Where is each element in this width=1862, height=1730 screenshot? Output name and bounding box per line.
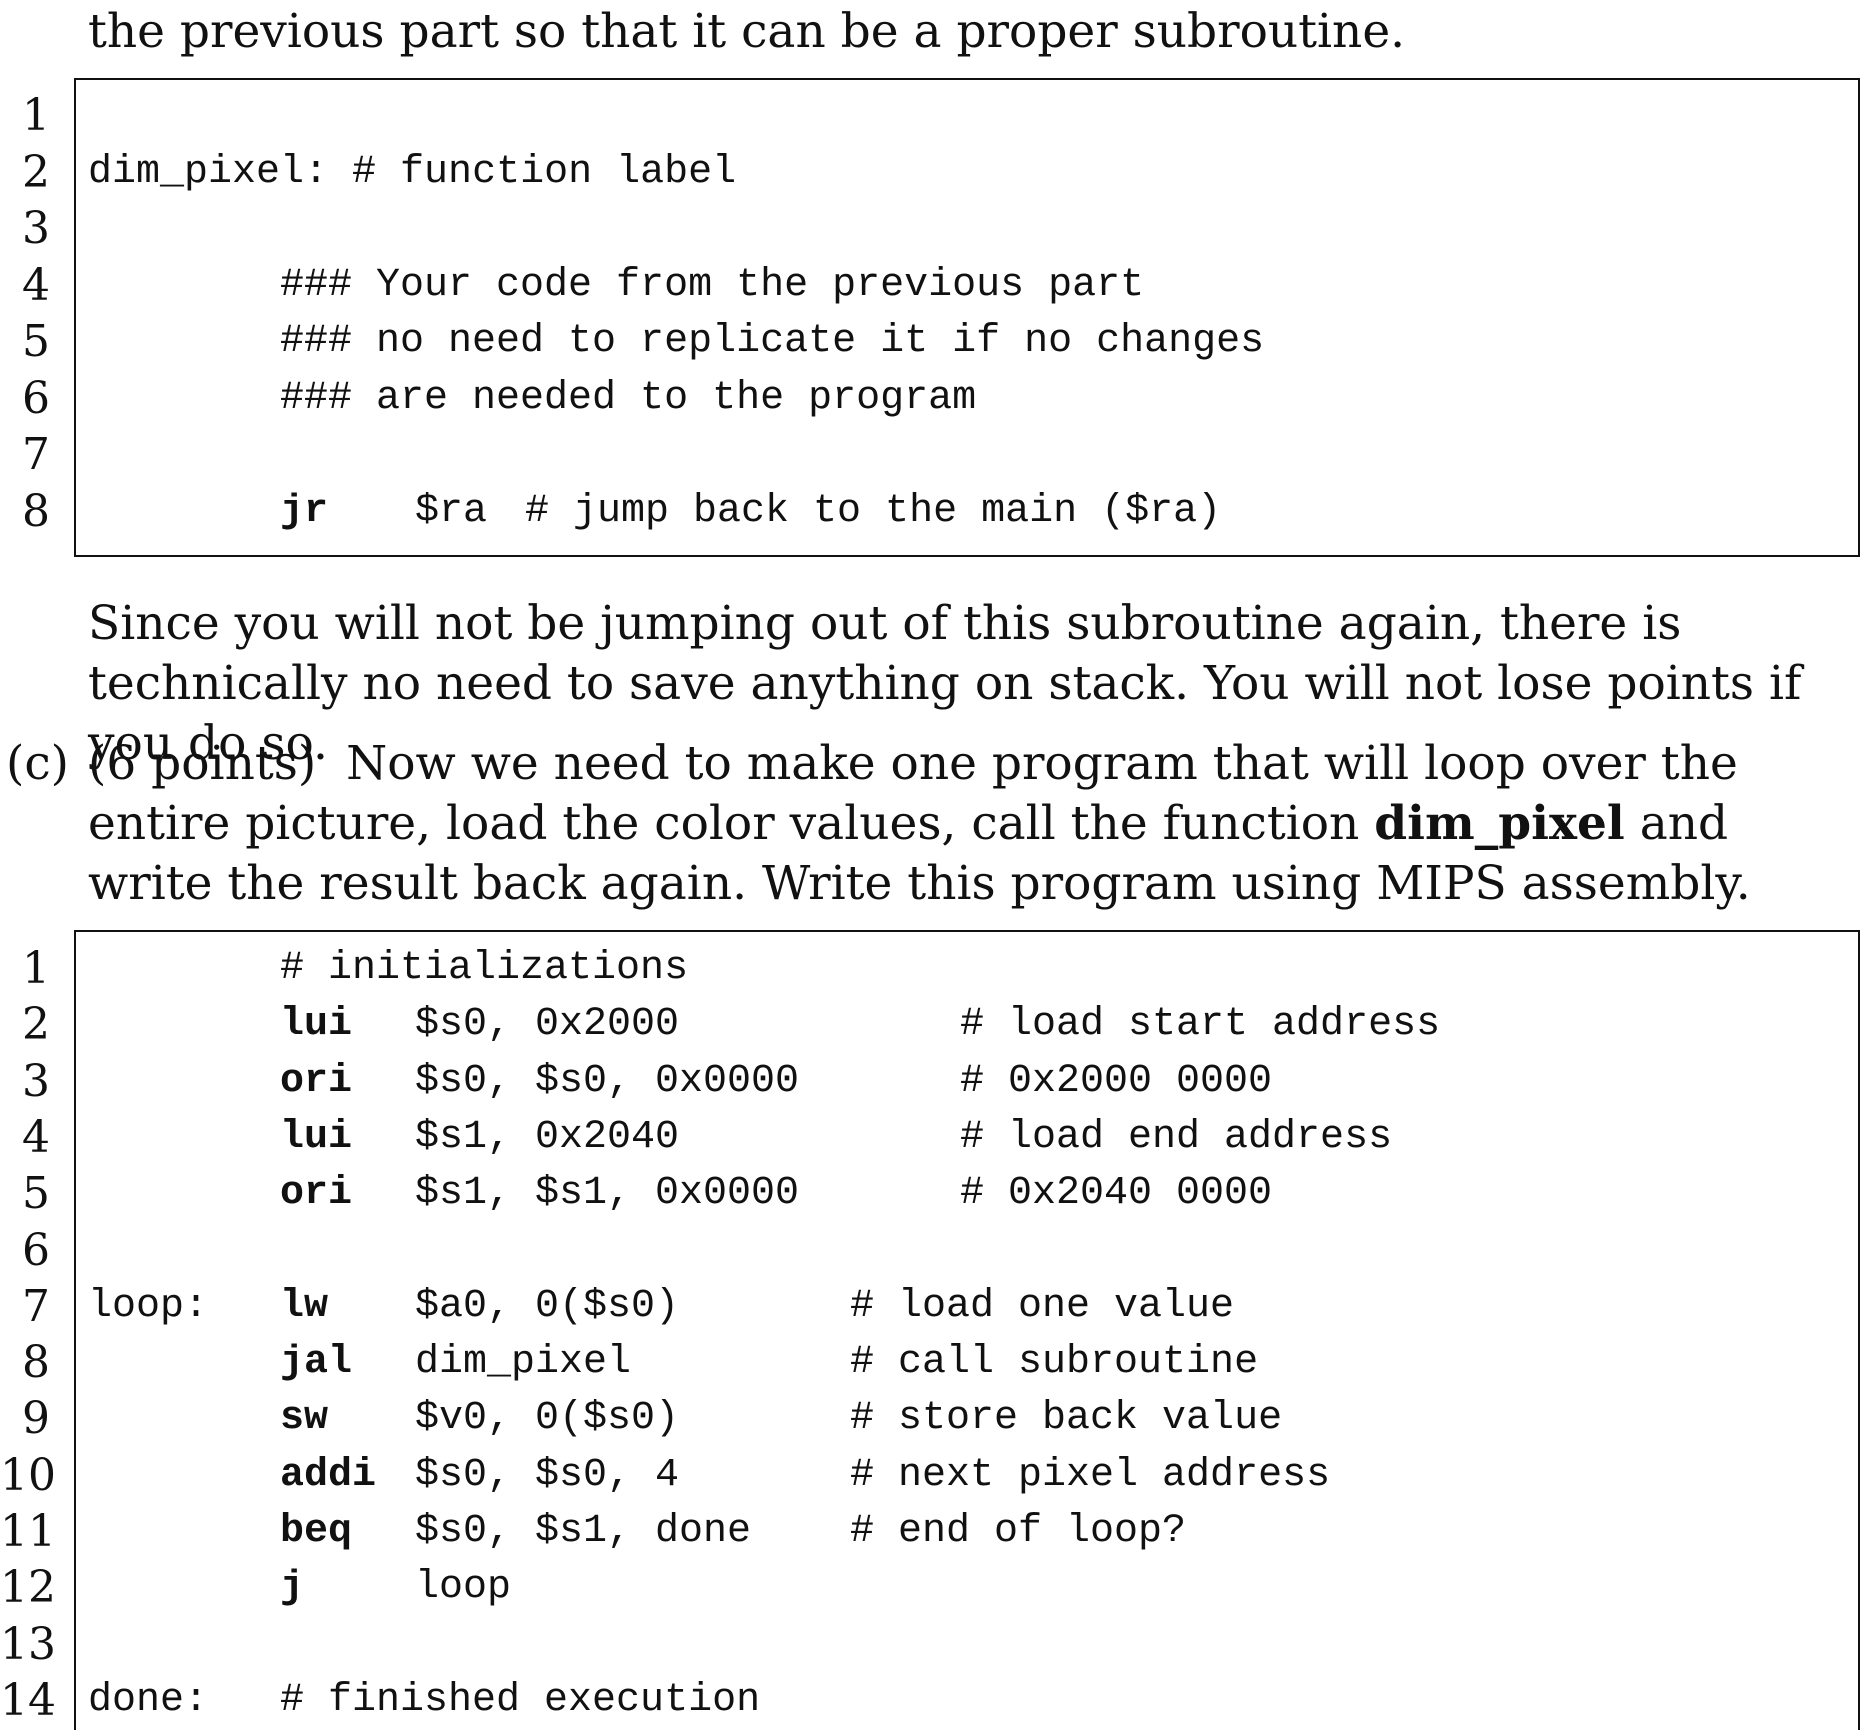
code-line: j loop <box>0 1560 1850 1616</box>
code-arguments: loop <box>415 1565 512 1611</box>
code-comment: # finished execution <box>280 1677 761 1723</box>
line-number: 12 <box>0 1562 56 1614</box>
code-arguments: $s1, $s1, 0x0000 <box>415 1171 800 1217</box>
code-instruction: beq <box>280 1509 353 1554</box>
code-instruction: jr <box>280 488 329 534</box>
code-line <box>0 427 1850 483</box>
code-instruction: lui <box>280 1114 353 1160</box>
code-line: ori $s0, $s0, 0x0000 # 0x2000 0000 <box>0 1054 1850 1110</box>
code-line: lui $s0, 0x2000 # load start address <box>0 997 1850 1053</box>
code-line: # initializations <box>0 941 1850 997</box>
line-number: 2 <box>22 999 50 1051</box>
points-label: (6 points) <box>88 736 317 791</box>
code-line: done: # finished execution <box>0 1673 1850 1729</box>
code-label: done: <box>88 1677 209 1723</box>
code-line <box>0 1223 1850 1279</box>
code-instruction: sw <box>280 1396 329 1442</box>
part-c-question: (6 points) Now we need to make one progr… <box>88 734 1848 914</box>
code-comment: ### Your code from the previous part <box>280 262 1145 308</box>
line-number: 4 <box>22 259 50 311</box>
line-number: 7 <box>22 1280 50 1332</box>
code-line: lui $s1, 0x2040 # load end address <box>0 1110 1850 1166</box>
code-instruction: j <box>280 1565 305 1611</box>
item-label-c: (c) <box>6 736 69 791</box>
line-number: 9 <box>22 1393 50 1445</box>
line-number: 1 <box>22 90 50 141</box>
line-number: 2 <box>22 146 50 198</box>
code-comment: # load one value <box>850 1283 1235 1329</box>
line-number: 10 <box>0 1449 56 1501</box>
code-line: ### no need to replicate it if no change… <box>0 314 1850 370</box>
code-instruction: ori <box>280 1058 353 1104</box>
line-number: 5 <box>22 316 50 367</box>
code-arguments: $s0, $s0, 0x0000 <box>415 1058 800 1104</box>
code-comment: # next pixel address <box>850 1452 1331 1498</box>
line-number: 5 <box>22 1168 50 1220</box>
code-arguments: $s0, 0x2000 <box>415 1002 680 1048</box>
code-label: loop: <box>88 1283 209 1329</box>
code-block-2 <box>74 930 1860 1730</box>
intro-text: the previous part so that it can be a pr… <box>88 4 1406 59</box>
code-line: ### Your code from the previous part <box>0 258 1850 314</box>
code-comment: # load end address <box>960 1114 1393 1160</box>
code-line: dim_pixel: # function label <box>0 145 1850 201</box>
code-arguments: $v0, 0($s0) <box>415 1396 680 1442</box>
code-line: sw $v0, 0($s0) # store back value <box>0 1391 1850 1447</box>
code-instruction: addi <box>280 1452 377 1498</box>
code-line: beq $s0, $s1, done # end of loop? <box>0 1504 1850 1560</box>
code-instruction: ori <box>280 1171 353 1217</box>
line-number: 14 <box>0 1674 56 1726</box>
code-arguments: $a0, 0($s0) <box>415 1283 680 1329</box>
code-line: jr $ra # jump back to the main ($ra) <box>0 484 1850 540</box>
question-text-1: Now we need to make one program that wil… <box>88 736 1738 851</box>
code-instruction: jal <box>280 1340 353 1386</box>
code-line <box>0 1617 1850 1673</box>
code-label: dim_pixel: # function label <box>88 149 737 195</box>
code-comment: # end of loop? <box>850 1509 1187 1554</box>
code-comment: # jump back to the main ($ra) <box>525 488 1222 534</box>
line-number: 4 <box>22 1111 50 1163</box>
code-line <box>0 88 1850 144</box>
note-paragraph: Since you will not be jumping out of thi… <box>88 596 1802 771</box>
line-number: 6 <box>22 1224 50 1276</box>
code-arguments: dim_pixel <box>415 1340 632 1386</box>
code-comment: ### are needed to the program <box>280 375 977 421</box>
code-comment: # load start address <box>960 1002 1441 1048</box>
line-number: 8 <box>22 1337 50 1389</box>
code-line: ori $s1, $s1, 0x0000 # 0x2040 0000 <box>0 1166 1850 1222</box>
line-number: 11 <box>0 1506 56 1557</box>
code-arguments: $s0, $s1, done <box>415 1509 752 1554</box>
question-text-2: and write the result back again. Write t… <box>88 796 1751 911</box>
line-number: 7 <box>22 429 50 480</box>
code-comment: # 0x2000 0000 <box>960 1058 1273 1104</box>
code-line: ### are needed to the program <box>0 371 1850 427</box>
function-name: dim_pixel <box>1374 796 1625 851</box>
line-number: 13 <box>0 1618 56 1670</box>
line-number: 3 <box>22 203 50 254</box>
code-line: addi $s0, $s0, 4 # next pixel address <box>0 1448 1850 1504</box>
code-line: jal dim_pixel # call subroutine <box>0 1335 1850 1391</box>
line-number: 1 <box>22 943 50 994</box>
code-comment: # 0x2040 0000 <box>960 1171 1273 1217</box>
code-line <box>0 201 1850 257</box>
code-comment: # initializations <box>280 946 689 991</box>
line-number: 8 <box>22 485 50 537</box>
code-arguments: $ra <box>415 488 488 534</box>
code-comment: ### no need to replicate it if no change… <box>280 319 1265 364</box>
line-number: 6 <box>22 372 50 424</box>
line-number: 3 <box>22 1055 50 1107</box>
code-comment: # call subroutine <box>850 1340 1259 1386</box>
code-comment: # store back value <box>850 1396 1283 1442</box>
code-instruction: lw <box>280 1283 329 1329</box>
code-instruction: lui <box>280 1002 353 1048</box>
code-arguments: $s0, $s0, 4 <box>415 1452 680 1498</box>
code-block-1 <box>74 78 1860 557</box>
code-line: loop: lw $a0, 0($s0) # load one value <box>0 1279 1850 1335</box>
code-arguments: $s1, 0x2040 <box>415 1114 680 1160</box>
